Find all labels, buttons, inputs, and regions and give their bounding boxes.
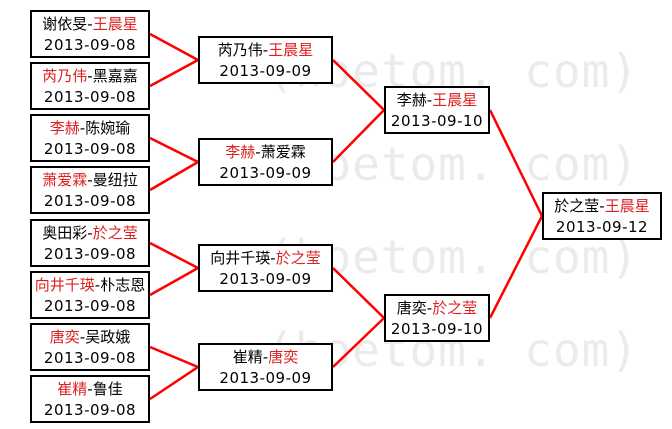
vs-separator: -: [255, 142, 261, 161]
player-name: 崔精: [232, 347, 263, 366]
match-date: 2013-09-08: [43, 348, 137, 367]
match-box-sf-m2: 唐奕-於之莹 2013-09-10: [384, 294, 490, 342]
player-name: 於之莹: [432, 298, 478, 317]
connector-line: [149, 241, 199, 270]
player-name: 王晨星: [432, 90, 478, 109]
player-name: 陈婉瑜: [85, 118, 131, 137]
connector-line: [332, 59, 385, 111]
connector-line: [149, 266, 199, 297]
connector-line: [149, 160, 199, 192]
match-date: 2013-09-10: [390, 111, 484, 130]
player-name: 萧爱霖: [260, 142, 306, 161]
player-name: 向井千瑛: [210, 248, 271, 267]
match-box-final: 於之莹-王晨星 2013-09-12: [542, 192, 662, 240]
player-name: 芮乃伟: [217, 40, 263, 59]
match-date: 2013-09-10: [390, 319, 484, 338]
match-date: 2013-09-08: [43, 296, 137, 315]
vs-separator: -: [87, 66, 93, 85]
connector-line: [332, 109, 385, 163]
player-name: 唐奕: [268, 347, 299, 366]
connector-line: [149, 136, 199, 164]
match-box-r1-m4: 萧爱霖-曼纽拉 2013-09-08: [30, 166, 150, 214]
player-name: 於之莹: [92, 223, 138, 242]
connector-line: [149, 365, 199, 401]
match-box-r1-m5: 奥田彩-於之莹 2013-09-08: [30, 219, 150, 267]
match-date: 2013-09-08: [43, 35, 137, 54]
match-date: 2013-09-08: [43, 87, 137, 106]
player-name: 奥田彩: [42, 223, 88, 242]
match-date: 2013-09-08: [43, 191, 137, 210]
vs-separator: -: [87, 14, 93, 33]
match-box-r1-m3: 李赫-陈婉瑜 2013-09-08: [30, 114, 150, 162]
match-box-r2-m1: 芮乃伟-王晨星 2013-09-09: [198, 36, 333, 84]
match-date: 2013-09-09: [219, 61, 312, 80]
match-date: 2013-09-08: [43, 244, 137, 263]
match-date: 2013-09-09: [219, 163, 312, 182]
player-name: 李赫: [225, 142, 256, 161]
connector-line: [149, 345, 199, 369]
player-name: 李赫: [396, 90, 427, 109]
vs-separator: -: [270, 248, 276, 267]
vs-separator: -: [262, 347, 269, 366]
player-name: 黑嘉嘉: [92, 66, 138, 85]
vs-separator: -: [94, 275, 101, 294]
connector-line: [149, 58, 199, 88]
connector-line: [488, 109, 544, 217]
connector-line: [149, 32, 199, 62]
player-name: 李赫: [49, 118, 80, 137]
match-box-r1-m7: 唐奕-吴政娥 2013-09-08: [30, 323, 150, 371]
player-name: 朴志恩: [100, 275, 146, 294]
connector-line: [488, 215, 544, 319]
vs-separator: -: [262, 40, 269, 59]
vs-separator: -: [87, 223, 93, 242]
match-box-r2-m4: 崔精-唐奕 2013-09-09: [198, 343, 333, 391]
match-date: 2013-09-09: [219, 269, 312, 288]
match-date: 2013-09-08: [43, 139, 137, 158]
vs-separator: -: [79, 327, 86, 346]
player-name: 吴政娥: [85, 327, 131, 346]
player-name: 萧爱霖: [42, 170, 88, 189]
match-box-r2-m2: 李赫-萧爱霖 2013-09-09: [198, 138, 333, 186]
player-name: 王晨星: [92, 14, 138, 33]
player-name: 鲁佳: [92, 379, 123, 398]
player-name: 谢依旻: [42, 14, 88, 33]
player-name: 唐奕: [49, 327, 80, 346]
player-name: 於之莹: [275, 248, 321, 267]
player-name: 曼纽拉: [92, 170, 138, 189]
player-name: 王晨星: [604, 196, 650, 215]
player-name: 唐奕: [396, 298, 427, 317]
connector-line: [332, 267, 385, 319]
match-box-r1-m2: 芮乃伟-黑嘉嘉 2013-09-08: [30, 62, 150, 110]
vs-separator: -: [79, 118, 86, 137]
vs-separator: -: [426, 90, 433, 109]
player-name: 芮乃伟: [42, 66, 88, 85]
match-box-r1-m8: 崔精-鲁佳 2013-09-08: [30, 375, 150, 423]
match-date: 2013-09-08: [43, 400, 137, 419]
match-box-r2-m3: 向井千瑛-於之莹 2013-09-09: [198, 244, 333, 292]
match-box-r1-m6: 向井千瑛-朴志恩 2013-09-08: [30, 271, 150, 319]
vs-separator: -: [87, 379, 93, 398]
vs-separator: -: [599, 196, 605, 215]
vs-separator: -: [87, 170, 93, 189]
player-name: 向井千瑛: [34, 275, 95, 294]
player-name: 崔精: [57, 379, 88, 398]
match-box-r1-m1: 谢依旻-王晨星 2013-09-08: [30, 10, 150, 58]
vs-separator: -: [426, 298, 433, 317]
player-name: 王晨星: [268, 40, 314, 59]
match-box-sf-m1: 李赫-王晨星 2013-09-10: [384, 86, 490, 134]
match-date: 2013-09-09: [219, 368, 312, 387]
player-name: 於之莹: [554, 196, 600, 215]
connector-line: [332, 317, 385, 368]
match-date: 2013-09-12: [555, 217, 649, 236]
